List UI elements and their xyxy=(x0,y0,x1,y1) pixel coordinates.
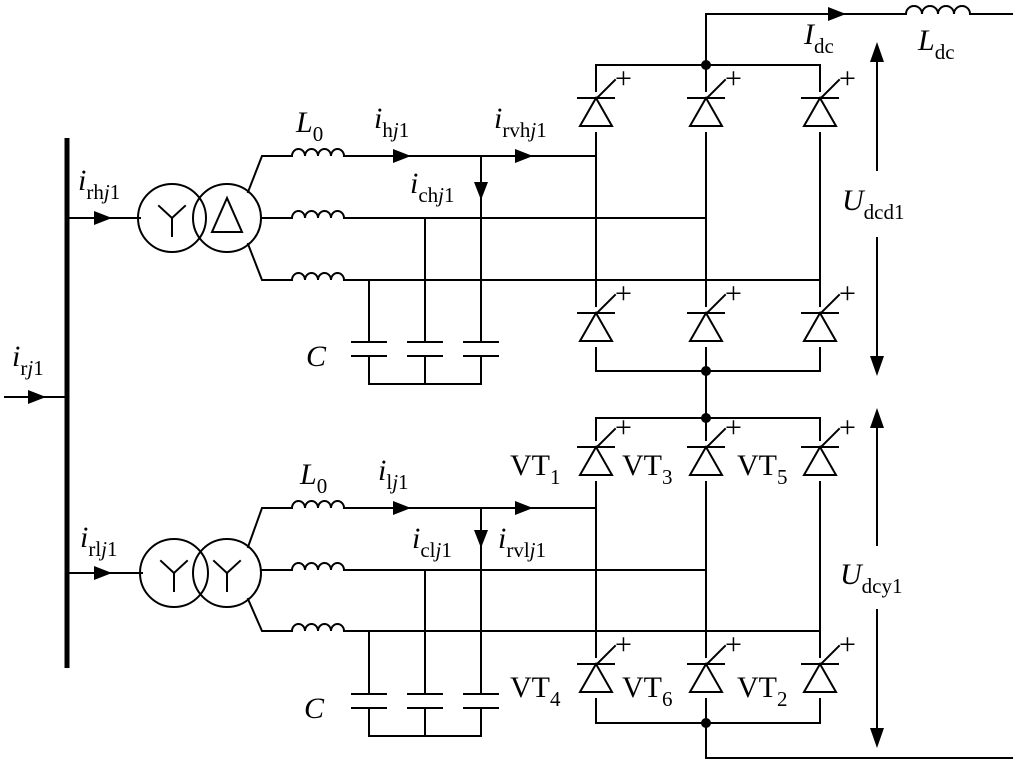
label-U-dcy1: Udcy1 xyxy=(840,558,903,598)
thyristor-group: + + + + + + + + + + + + xyxy=(577,62,856,698)
bottom-irvl-arrow xyxy=(515,501,533,515)
thyristor-icon: + xyxy=(801,277,856,347)
top-feeder-arrow xyxy=(94,211,112,225)
thyristor-icon: + xyxy=(577,277,632,347)
bottom-feeder-arrow xyxy=(94,566,112,580)
thyristor-gate-plus: + xyxy=(839,411,856,444)
udcy1-voltage-arrow xyxy=(870,408,884,748)
bottom-transformer xyxy=(139,538,262,608)
thyristor-icon: + xyxy=(801,628,856,698)
udcd1-voltage-arrow xyxy=(870,42,884,376)
thyristor-gate-plus: + xyxy=(725,628,742,661)
thyristor-icon: + xyxy=(687,62,742,132)
top-phase-a-line xyxy=(246,155,293,194)
label-L0-top: L0 xyxy=(295,106,323,146)
thyristor-icon: + xyxy=(577,62,632,132)
label-VT5: VT5 xyxy=(737,449,788,489)
thyristor-gate-plus: + xyxy=(839,628,856,661)
delta-icon xyxy=(210,195,244,233)
idc-arrow xyxy=(828,7,846,21)
thyristor-gate-plus: + xyxy=(615,277,632,310)
label-i-rlj1: irlj1 xyxy=(80,521,118,561)
bottom-il-arrow xyxy=(393,501,411,515)
thyristor-gate-plus: + xyxy=(725,62,742,95)
label-i-rvlj1: irvlj1 xyxy=(498,522,546,562)
thyristor-gate-plus: + xyxy=(839,277,856,310)
thyristor-gate-plus: + xyxy=(615,628,632,661)
thyristor-icon: + xyxy=(577,411,632,481)
label-i-rvhj1: irvhj1 xyxy=(494,102,547,142)
thyristor-icon: + xyxy=(687,628,742,698)
top-ich-arrow xyxy=(474,182,488,200)
label-i-clj1: iclj1 xyxy=(412,522,452,562)
label-VT3: VT3 xyxy=(622,449,673,489)
thyristor-icon: + xyxy=(577,628,632,698)
top-inductor-a xyxy=(290,148,346,158)
wye-icon xyxy=(157,204,187,237)
dc-inductor xyxy=(904,5,972,16)
top-ih-arrow xyxy=(393,149,411,163)
top-transformer xyxy=(137,183,262,253)
junction-dot xyxy=(701,718,711,728)
top-inductor-c xyxy=(290,272,346,282)
bottom-icl-arrow xyxy=(474,530,488,548)
bottom-phase-c-line xyxy=(246,597,293,632)
label-VT2: VT2 xyxy=(737,671,788,711)
thyristor-icon: + xyxy=(801,411,856,481)
top-inductor-b xyxy=(290,210,346,220)
bottom-inductor-b xyxy=(290,562,346,572)
thyristor-gate-plus: + xyxy=(615,411,632,444)
top-irvh-arrow xyxy=(515,149,533,163)
label-i-rj1: irj1 xyxy=(12,340,44,380)
top-phase-c-line xyxy=(246,242,293,281)
junction-dot xyxy=(701,366,711,376)
label-i-rhj1: irhj1 xyxy=(78,164,120,204)
thyristor-icon: + xyxy=(687,277,742,347)
label-VT4: VT4 xyxy=(510,671,561,711)
bottom-phase-a-line xyxy=(246,507,293,549)
junction-dot xyxy=(701,413,711,423)
junction-dot xyxy=(701,60,711,70)
thyristor-gate-plus: + xyxy=(839,62,856,95)
label-i-hj1: ihj1 xyxy=(374,102,409,142)
thyristor-gate-plus: + xyxy=(725,277,742,310)
top-capacitor-bank xyxy=(351,155,499,385)
wye-icon xyxy=(159,559,189,592)
label-i-lj1: ilj1 xyxy=(378,454,409,494)
label-U-dcd1: Udcd1 xyxy=(842,184,905,224)
label-L-dc: Ldc xyxy=(917,24,955,64)
bottom-inductor-c xyxy=(290,623,346,633)
label-VT6: VT6 xyxy=(622,671,673,711)
bottom-inductor-a xyxy=(290,500,346,510)
wye-icon xyxy=(212,559,242,592)
bottom-capacitor-bank xyxy=(351,507,499,737)
label-i-chj1: ichj1 xyxy=(410,167,455,207)
input-current-arrow xyxy=(28,390,46,404)
thyristor-gate-plus: + xyxy=(615,62,632,95)
label-L0-bottom: L0 xyxy=(299,458,327,498)
thyristor-icon: + xyxy=(801,62,856,132)
label-VT1: VT1 xyxy=(510,449,561,489)
thyristor-icon: + xyxy=(687,411,742,481)
label-I-dc: Idc xyxy=(803,18,834,58)
thyristor-gate-plus: + xyxy=(725,411,742,444)
label-C-top: C xyxy=(306,340,327,373)
label-C-bottom: C xyxy=(304,692,325,725)
